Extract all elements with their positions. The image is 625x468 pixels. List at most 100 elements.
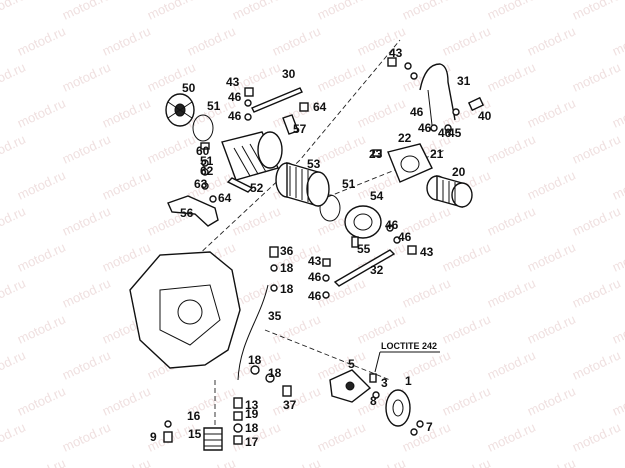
watermark-text: motod.ru — [270, 455, 323, 468]
watermark-text: motod.ru — [0, 347, 28, 382]
part-15-drain-plug — [203, 427, 223, 451]
watermark-text: motod.ru — [60, 275, 113, 310]
watermark-text: motod.ru — [440, 239, 493, 274]
callout-c9: 9 — [150, 430, 157, 444]
watermark-text: motod.ru — [60, 59, 113, 94]
callout-c36: 36 — [280, 244, 294, 258]
callout-c46i: 46 — [410, 105, 424, 119]
watermark-text: motod.ru — [440, 383, 493, 418]
part-1-gear — [385, 389, 411, 427]
callout-c50: 50 — [182, 81, 196, 95]
callout-c1: 1 — [405, 374, 412, 388]
watermark-text: motod.ru — [145, 0, 198, 23]
watermark-text: motod.ru — [100, 239, 153, 274]
watermark-text: motod.ru — [525, 239, 578, 274]
watermark-text: motod.ru — [100, 95, 153, 130]
watermark-text: motod.ru — [485, 419, 538, 454]
watermark-text: motod.ru — [0, 419, 28, 454]
watermark-text: motod.ru — [0, 59, 28, 94]
callout-c37: 37 — [283, 398, 297, 412]
watermark-text: motod.ru — [610, 239, 625, 274]
part-31-oil-pipe — [419, 63, 456, 126]
watermark-text: motod.ru — [315, 131, 368, 166]
part-57-sleeve — [282, 114, 299, 135]
callout-c46d: 46 — [438, 126, 452, 140]
watermark-text: motod.ru — [485, 347, 538, 382]
callout-c18a: 18 — [280, 261, 294, 275]
callout-c23: 23 — [369, 147, 383, 161]
part-52-filter-housing — [221, 131, 283, 193]
watermark-text: motod.ru — [570, 131, 623, 166]
watermark-text: motod.ru — [100, 455, 153, 468]
watermark-text: motod.ru — [485, 59, 538, 94]
watermark-text: motod.ru — [570, 203, 623, 238]
watermark-text: motod.ru — [485, 0, 538, 23]
callout-c64b: 64 — [218, 191, 232, 205]
watermark-text: motod.ru — [185, 23, 238, 58]
part-5-pump — [329, 369, 372, 403]
callout-c46f: 46 — [398, 230, 412, 244]
callout-c22: 22 — [398, 131, 412, 145]
watermark-text: motod.ru — [60, 203, 113, 238]
watermark-text: motod.ru — [100, 23, 153, 58]
watermark-text: motod.ru — [15, 455, 68, 468]
watermark-text: motod.ru — [315, 59, 368, 94]
part-32-oil-line — [333, 249, 396, 287]
callout-c30: 30 — [282, 67, 296, 81]
watermark-text: motod.ru — [315, 419, 368, 454]
watermark-text: motod.ru — [610, 383, 625, 418]
watermark-text: motod.ru — [570, 0, 623, 23]
watermark-text: motod.ru — [230, 203, 283, 238]
watermark-text: motod.ru — [400, 0, 453, 23]
watermark-text: motod.ru — [525, 23, 578, 58]
watermark-text: motod.ru — [440, 455, 493, 468]
watermark-text: motod.ru — [0, 275, 28, 310]
part-30-bolt — [251, 87, 303, 113]
part-54-pump-cover — [344, 205, 382, 239]
watermark-text: motod.ru — [440, 311, 493, 346]
callout-c51b: 51 — [200, 154, 214, 168]
watermark-text: motod.ru — [400, 275, 453, 310]
callout-c17: 17 — [245, 435, 259, 449]
watermark-text: motod.ru — [610, 311, 625, 346]
callout-c13: 13 — [245, 398, 259, 412]
callout-c20: 20 — [452, 165, 466, 179]
part-35-hose — [237, 284, 269, 381]
callout-c64a: 64 — [313, 100, 327, 114]
callout-c8: 8 — [370, 394, 377, 408]
callout-c5: 5 — [348, 357, 355, 371]
callout-c60: 60 — [196, 144, 210, 158]
callout-c21: 21 — [430, 147, 444, 161]
watermark-text: motod.ru — [610, 23, 625, 58]
watermark-text: motod.ru — [525, 455, 578, 468]
watermark-text: motod.ru — [315, 0, 368, 23]
watermark-text: motod.ru — [185, 455, 238, 468]
watermark-text: motod.ru — [525, 311, 578, 346]
watermark-text: motod.ru — [0, 131, 28, 166]
callout-c46g: 46 — [308, 270, 322, 284]
callout-c54: 54 — [370, 189, 384, 203]
callout-c3: 3 — [381, 376, 388, 390]
watermark-text: motod.ru — [145, 131, 198, 166]
part-56-bracket — [167, 195, 219, 227]
callout-c16: 16 — [187, 409, 201, 423]
callout-c18e: 18 — [245, 421, 259, 435]
watermark-text: motod.ru — [270, 23, 323, 58]
watermark-text: motod.ru — [570, 59, 623, 94]
watermark-text: motod.ru — [15, 383, 68, 418]
callout-c62: 62 — [200, 164, 214, 178]
callout-c7: 7 — [426, 420, 433, 434]
callout-c46b: 46 — [228, 109, 242, 123]
loctite-note: LOCTITE 242 — [381, 341, 437, 351]
watermark-text: motod.ru — [60, 347, 113, 382]
watermark-text: motod.ru — [100, 383, 153, 418]
callout-c18d: 18 — [268, 366, 282, 380]
callout-c43c: 43 — [420, 245, 434, 259]
part-51-orings — [192, 114, 341, 222]
watermark-text: motod.ru — [485, 203, 538, 238]
watermark-text: motod.ru — [610, 167, 625, 202]
fasteners — [163, 57, 485, 445]
watermark-text: motod.ru — [15, 95, 68, 130]
watermark-text: motod.ru — [570, 419, 623, 454]
